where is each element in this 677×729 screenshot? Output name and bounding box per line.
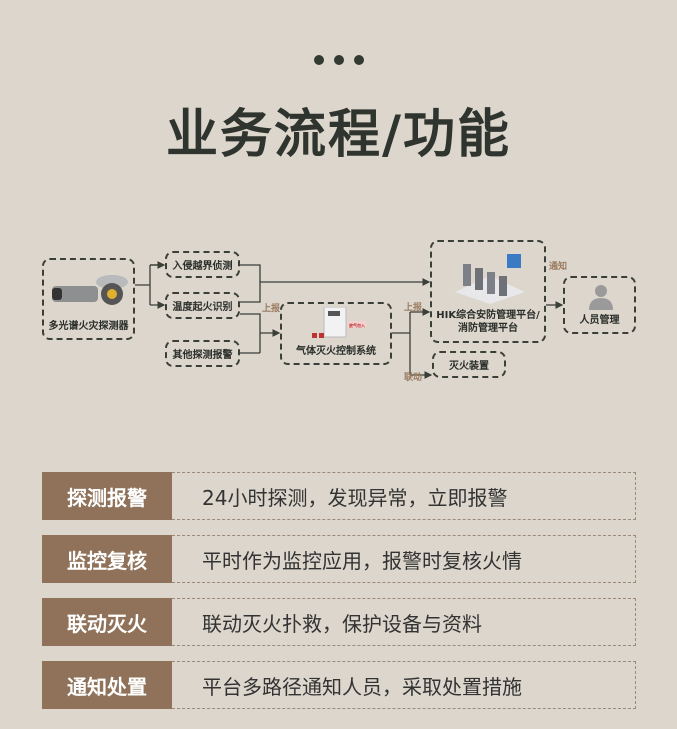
feature-label: 联动灭火	[42, 598, 172, 646]
intrusion-box: 入侵越界侦测	[165, 251, 240, 278]
platform-label-line2: 消防管理平台	[458, 323, 518, 334]
camera-label: 多光谱火灾探测器	[48, 321, 129, 332]
feature-row: 探测报警 24小时探测，发现异常，立即报警	[42, 472, 636, 520]
panel-sign: 放气勿入	[348, 322, 365, 328]
camera-box: 多光谱火灾探测器	[42, 258, 135, 340]
decorative-dots	[0, 50, 677, 69]
person-icon	[589, 285, 613, 310]
feature-desc: 联动灭火扑救，保护设备与资料	[172, 598, 636, 646]
feature-desc: 平台多路径通知人员，采取处置措施	[172, 661, 636, 709]
feature-row: 联动灭火 联动灭火扑救，保护设备与资料	[42, 598, 636, 646]
feature-label: 监控复核	[42, 535, 172, 583]
extinguisher-box: 灭火装置	[432, 351, 506, 378]
feature-row: 监控复核 平时作为监控应用，报警时复核火情	[42, 535, 636, 583]
feature-row: 通知处置 平台多路径通知人员，采取处置措施	[42, 661, 636, 709]
feature-desc: 平时作为监控应用，报警时复核火情	[172, 535, 636, 583]
linkage-tag: 联动	[404, 373, 423, 383]
page-title: 业务流程/功能	[166, 105, 511, 165]
personnel-label: 人员管理	[579, 315, 620, 326]
feature-desc: 24小时探测，发现异常，立即报警	[172, 472, 636, 520]
other-alarm-box: 其他探测报警	[165, 340, 240, 367]
temperature-box: 温度起火识别	[165, 292, 240, 319]
personnel-box: 人员管理	[563, 276, 636, 334]
notify-tag: 通知	[549, 262, 568, 272]
camera-icon	[52, 275, 128, 305]
platform-box: HIK综合安防管理平台/ 消防管理平台	[430, 240, 546, 343]
platform-label-line1: HIK综合安防管理平台/	[436, 310, 540, 321]
report-tag-2: 上报	[404, 303, 423, 313]
server-icon	[455, 254, 525, 304]
report-tag-1: 上报	[262, 304, 281, 314]
feature-label: 探测报警	[42, 472, 172, 520]
gas-system-box: 放气勿入 气体灭火控制系统	[280, 302, 392, 365]
gas-system-label: 气体灭火控制系统	[296, 346, 376, 357]
control-panel-icon: 放气勿入	[312, 307, 366, 338]
feature-label: 通知处置	[42, 661, 172, 709]
